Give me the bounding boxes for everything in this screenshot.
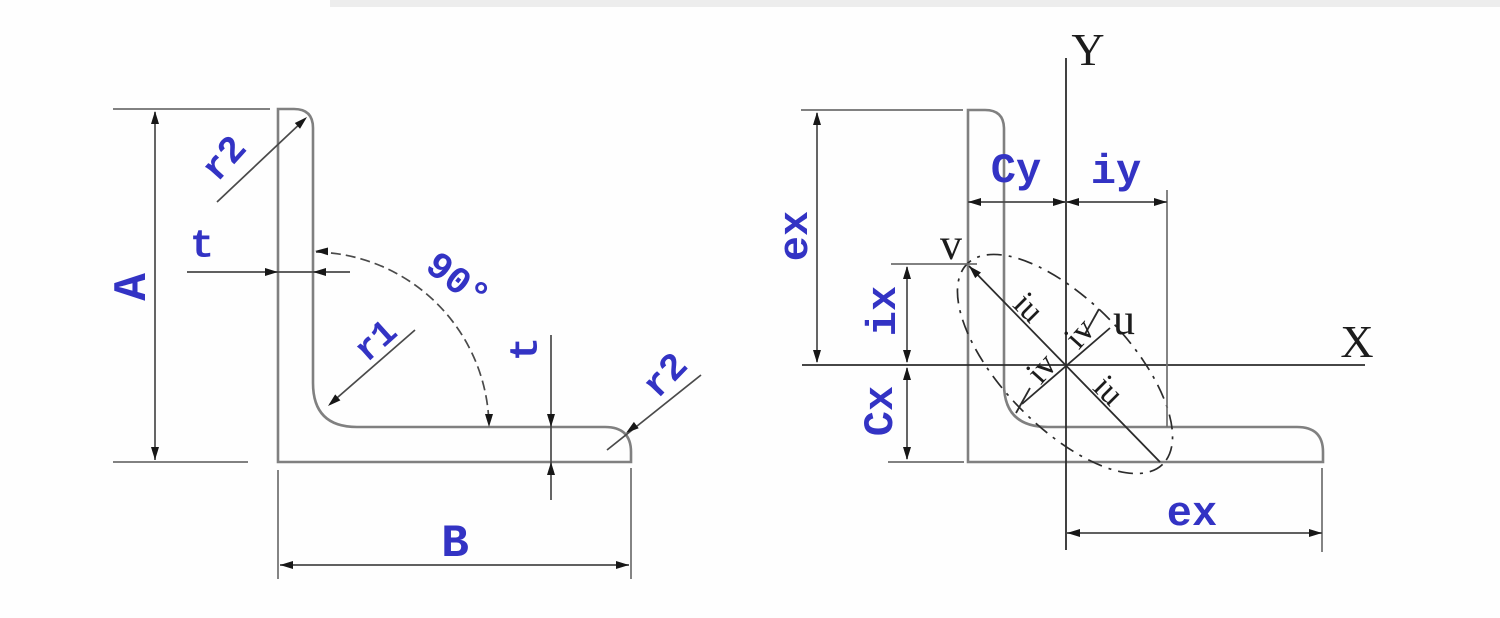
label-thickness-top: t bbox=[189, 225, 215, 270]
right-dimension-arrows bbox=[813, 112, 1322, 537]
left-extension-lines bbox=[113, 108, 632, 579]
right-profile-outline bbox=[966, 108, 1325, 464]
label-axis-x: X bbox=[1340, 316, 1374, 367]
label-leg-b: B bbox=[441, 518, 469, 570]
label-dim-cy: Cy bbox=[990, 147, 1042, 195]
left-dimension-arrows bbox=[151, 111, 639, 569]
label-dim-ex-left: ex bbox=[772, 210, 820, 262]
label-dim-iy: iy bbox=[1090, 148, 1142, 196]
left-profile-outline bbox=[276, 107, 633, 464]
right-dimension-lines bbox=[816, 113, 1322, 534]
scan-edge-artifact bbox=[330, 0, 1500, 7]
label-axis-y: Y bbox=[1071, 24, 1105, 75]
label-dim-ex-bottom: ex bbox=[1166, 490, 1218, 538]
label-leg-a: A bbox=[107, 273, 159, 301]
label-axis-v: v bbox=[940, 220, 962, 269]
label-dim-ix: ix bbox=[860, 285, 908, 337]
label-axis-u: u bbox=[1113, 295, 1135, 344]
left-dimension-lines bbox=[154, 112, 702, 566]
right-extension-lines bbox=[801, 109, 1323, 552]
label-thickness-right: t bbox=[505, 336, 550, 362]
label-dim-cx: Cx bbox=[857, 385, 905, 437]
